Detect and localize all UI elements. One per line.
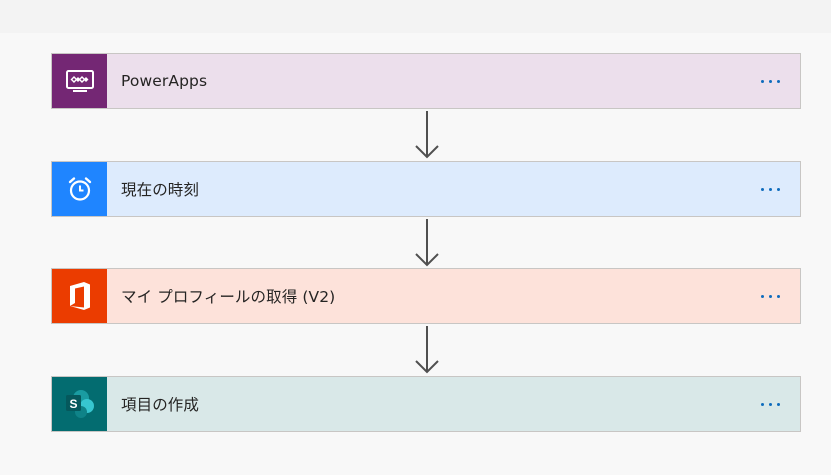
- step-title: PowerApps: [121, 72, 208, 90]
- ellipsis-icon: [760, 187, 780, 191]
- step-more-button[interactable]: [740, 377, 800, 431]
- flow-step-create-item[interactable]: S 項目の作成: [51, 376, 801, 432]
- arrow-down-icon: [415, 326, 439, 374]
- ellipsis-icon: [760, 294, 780, 298]
- step-icon-box: [52, 54, 107, 108]
- step-icon-box: [52, 162, 107, 216]
- arrow-down-icon: [415, 111, 439, 159]
- step-more-button[interactable]: [740, 269, 800, 323]
- top-bar: [0, 0, 831, 33]
- ellipsis-icon: [760, 79, 780, 83]
- arrow-down-icon: [415, 219, 439, 267]
- step-title: マイ プロフィールの取得 (V2): [121, 288, 336, 306]
- alarm-clock-icon: [68, 177, 91, 201]
- flow-step-powerapps[interactable]: PowerApps: [51, 53, 801, 109]
- powerapps-icon: [65, 70, 94, 92]
- step-title: 項目の作成: [121, 396, 200, 414]
- step-title: 現在の時刻: [121, 181, 200, 199]
- svg-text:S: S: [69, 397, 77, 411]
- step-icon-box: S: [52, 377, 107, 431]
- flow-step-get-my-profile[interactable]: マイ プロフィールの取得 (V2): [51, 268, 801, 324]
- office-icon: [69, 282, 90, 310]
- step-icon-box: [52, 269, 107, 323]
- flow-step-current-time[interactable]: 現在の時刻: [51, 161, 801, 217]
- step-more-button[interactable]: [740, 54, 800, 108]
- ellipsis-icon: [760, 402, 780, 406]
- step-more-button[interactable]: [740, 162, 800, 216]
- sharepoint-icon: S: [65, 390, 94, 418]
